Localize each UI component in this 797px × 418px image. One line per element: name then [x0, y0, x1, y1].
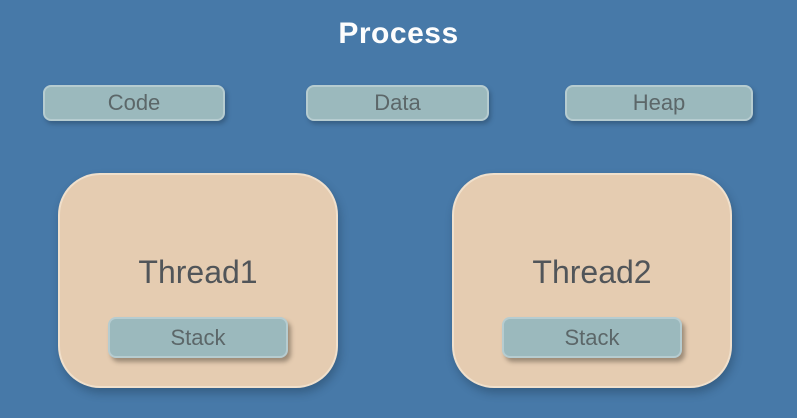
thread2-label: Thread2 [532, 254, 652, 290]
thread1-stack-block: Stack [108, 317, 288, 358]
data-block: Data [306, 85, 489, 121]
thread1-stack-label: Stack [170, 324, 226, 350]
thread2-stack-label: Stack [564, 324, 620, 350]
thread1-label: Thread1 [138, 254, 258, 290]
thread1-box: Thread1 Stack [58, 173, 338, 388]
thread2-stack-block: Stack [502, 317, 682, 358]
thread2-box: Thread2 Stack [452, 173, 732, 388]
process-title: Process [338, 17, 459, 50]
code-block: Code [43, 85, 225, 121]
heap-block-label: Heap [632, 90, 686, 115]
data-block-label: Data [374, 90, 421, 115]
heap-block: Heap [565, 85, 753, 121]
code-block-label: Code [107, 90, 161, 115]
